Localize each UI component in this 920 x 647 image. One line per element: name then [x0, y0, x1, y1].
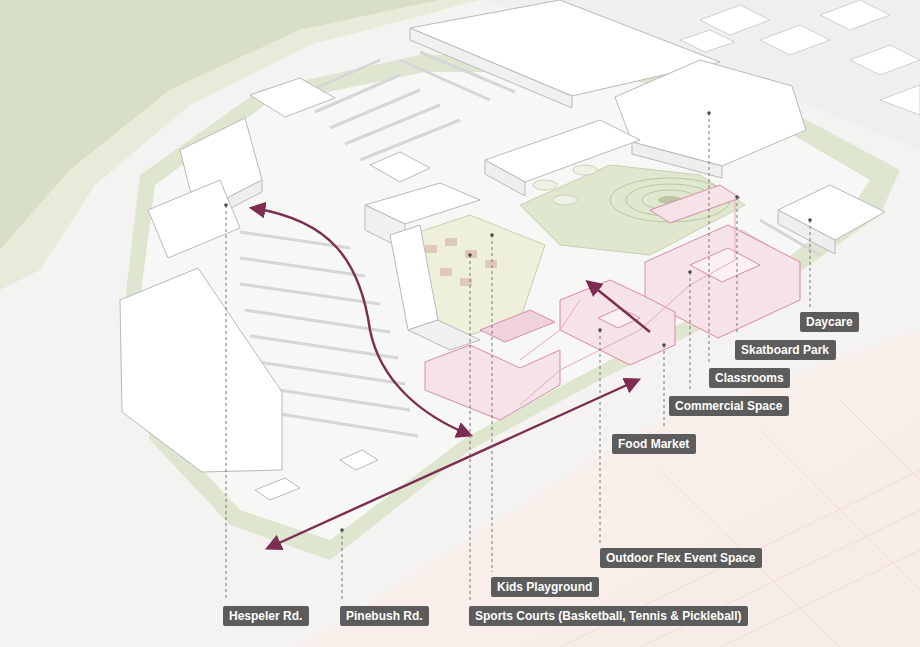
- label-text: Pinebush Rd.: [346, 609, 423, 623]
- label-text: Food Market: [618, 437, 690, 451]
- label-text: Skatboard Park: [741, 343, 830, 357]
- callout-label: Outdoor Flex Event Space: [600, 548, 762, 568]
- callout-label: Pinebush Rd.: [340, 606, 429, 626]
- callout-label: Hespeler Rd.: [223, 606, 309, 626]
- label-text: Kids Playground: [497, 580, 593, 594]
- callout-label: Skatboard Park: [735, 340, 836, 360]
- existing-buildings: [120, 0, 885, 500]
- callout-label: Kids Playground: [491, 577, 599, 597]
- proposed-buildings: [425, 185, 800, 420]
- label-text: Daycare: [806, 315, 853, 329]
- parking-stalls: [240, 52, 820, 436]
- leader-lines: [226, 113, 810, 601]
- label-text: Commercial Space: [675, 399, 783, 413]
- label-text: Classrooms: [715, 371, 784, 385]
- callout-label: Commercial Space: [669, 396, 789, 416]
- site-green: [125, 55, 900, 560]
- proposed-paths: [520, 200, 735, 405]
- callout-label: Daycare: [800, 312, 859, 332]
- callout-label: Classrooms: [709, 368, 790, 388]
- leader-dots: [224, 111, 812, 532]
- label-text: Hespeler Rd.: [229, 609, 303, 623]
- label-text: Sports Courts (Basketball, Tennis & Pick…: [475, 609, 742, 623]
- circulation-arrows: [252, 208, 650, 548]
- label-text: Outdoor Flex Event Space: [606, 551, 756, 565]
- callout-label: Sports Courts (Basketball, Tennis & Pick…: [469, 606, 748, 626]
- callout-label: Food Market: [612, 434, 696, 454]
